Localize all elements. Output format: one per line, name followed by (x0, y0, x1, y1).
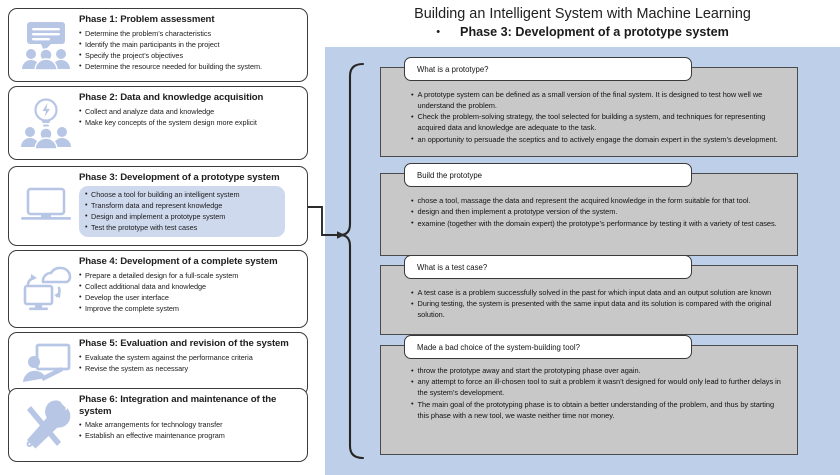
content-box-tab-label: Made a bad choice of the system-building… (417, 342, 580, 352)
phase-bullet-list: Collect and analyze data and knowledge M… (79, 105, 299, 128)
content-bullet: any attempt to force an ill-chosen tool … (411, 377, 787, 399)
slide-subtitle-row: • Phase 3: Development of a prototype sy… (325, 24, 840, 40)
content-box-tab[interactable]: What is a prototype? (404, 57, 692, 81)
phase-card-6[interactable]: Phase 6: Integration and maintenance of … (8, 388, 308, 462)
content-box-tab-label: What is a prototype? (417, 64, 489, 74)
phase-bullet: Improve the complete system (79, 302, 299, 314)
laptop-icon (15, 177, 77, 235)
slide-title: Building an Intelligent System with Mach… (414, 6, 751, 22)
phase-title: Phase 5: Evaluation and revision of the … (79, 338, 289, 349)
phase-list-column: Phase 1: Problem assessment Determine th… (0, 0, 320, 475)
content-bullet: The main goal of the prototyping phase i… (411, 399, 787, 422)
phase-bullet-list: Make arrangements for technology transfe… (79, 419, 299, 441)
phase-title: Phase 1: Problem assessment (79, 14, 215, 25)
wrench-screwdriver-icon (15, 396, 77, 454)
slide-subtitle: Phase 3: Development of a prototype syst… (460, 25, 729, 40)
phase-card-3[interactable]: Phase 3: Development of a prototype syst… (8, 166, 308, 246)
phase-bullet-list: Choose a tool for building an intelligen… (85, 188, 277, 233)
content-box-tab[interactable]: Made a bad choice of the system-building… (404, 335, 692, 359)
content-bullet-list: A prototype system can be defined as a s… (381, 68, 797, 154)
phase-bullet: Identify the main participants in the pr… (79, 38, 299, 50)
phase-card-body: Phase 2: Data and knowledge acquisition … (79, 87, 307, 133)
content-bullet: A test case is a problem successfully so… (411, 288, 787, 299)
presenter-whiteboard-icon (15, 335, 77, 393)
phase-bullet: Collect additional data and knowledge (79, 280, 299, 292)
phase-bullet-list: Prepare a detailed design for a full-sca… (79, 269, 299, 314)
content-box-tab[interactable]: Build the prototype (404, 163, 692, 187)
content-box-tab-label: Build the prototype (417, 170, 483, 180)
content-bullet: throw the prototype away and start the p… (411, 366, 787, 377)
slide-header: Building an Intelligent System with Mach… (325, 0, 840, 47)
phase-title: Phase 2: Data and knowledge acquisition (79, 92, 264, 103)
phase-bullet: Evaluate the system against the performa… (79, 351, 299, 363)
content-bullet: During testing, the system is presented … (411, 299, 787, 321)
phase-bullet: Revise the system as necessary (79, 362, 299, 374)
content-box-what-is-a-prototype[interactable]: What is a prototype? A prototype system … (380, 57, 798, 157)
content-bullet-list: chose a tool, massage the data and repre… (381, 174, 797, 238)
cloud-monitor-sync-icon (15, 260, 77, 318)
phase-bullet-list: Evaluate the system against the performa… (79, 351, 299, 374)
content-bullet-list: A test case is a problem successfully so… (381, 266, 797, 330)
phase-card-4[interactable]: Phase 4: Development of a complete syste… (8, 250, 308, 328)
content-box-tab-label: What is a test case? (417, 262, 488, 272)
people-speech-bubble-icon (15, 16, 77, 74)
phase-title: Phase 4: Development of a complete syste… (79, 256, 278, 267)
lightbulb-people-icon (15, 94, 77, 152)
phase-bullet: Determine the resource needed for buildi… (79, 60, 299, 72)
phase-card-body: Phase 6: Integration and maintenance of … (79, 389, 307, 447)
phase-bullet: Transform data and represent knowledge (85, 199, 277, 211)
content-bullet: an opportunity to persuade the sceptics … (411, 134, 787, 146)
phase-bullet: Determine the problem’s characteristics (79, 27, 299, 39)
phase-title: Phase 6: Integration and maintenance of … (79, 394, 277, 417)
phase-card-body: Phase 3: Development of a prototype syst… (79, 167, 307, 242)
content-bullet: Check the problem-solving strategy, the … (411, 112, 787, 134)
phase-bullet: Establish an effective maintenance progr… (79, 430, 299, 441)
phase-bullet: Make arrangements for technology transfe… (79, 419, 299, 430)
content-box-what-is-a-test-case[interactable]: What is a test case? A test case is a pr… (380, 255, 798, 335)
phase-card-5[interactable]: Phase 5: Evaluation and revision of the … (8, 332, 308, 396)
phase-card-body: Phase 5: Evaluation and revision of the … (79, 333, 307, 379)
phase-bullet: Collect and analyze data and knowledge (79, 105, 299, 117)
phase-bullet: Design and implement a prototype system (85, 210, 277, 222)
content-box-bad-tool-choice[interactable]: Made a bad choice of the system-building… (380, 335, 798, 455)
phase-card-body: Phase 4: Development of a complete syste… (79, 251, 307, 319)
content-bullet: examine (together with the domain expert… (411, 218, 787, 230)
content-box-tab[interactable]: What is a test case? (404, 255, 692, 279)
phase-title: Phase 3: Development of a prototype syst… (79, 172, 280, 183)
phase-card-body: Phase 1: Problem assessment Determine th… (79, 9, 307, 77)
phase-card-2[interactable]: Phase 2: Data and knowledge acquisition … (8, 86, 308, 160)
content-bullet: chose a tool, massage the data and repre… (411, 196, 787, 207)
subtitle-bullet-icon: • (436, 26, 441, 39)
phase-3-highlight: Choose a tool for building an intelligen… (79, 185, 285, 238)
phase-bullet: Prepare a detailed design for a full-sca… (79, 269, 299, 281)
content-bullet: A prototype system can be defined as a s… (411, 90, 787, 112)
prototype-detail-panel: What is a prototype? A prototype system … (325, 47, 840, 475)
phase-bullet: Specify the project’s objectives (79, 49, 299, 61)
content-bullet: design and then implement a prototype ve… (411, 207, 787, 218)
content-bullet-list: throw the prototype away and start the p… (381, 346, 797, 430)
content-box-build-the-prototype[interactable]: Build the prototype chose a tool, massag… (380, 163, 798, 256)
phase-bullet: Make key concepts of the system design m… (79, 116, 299, 128)
phase-bullet: Test the prototype with test cases (85, 221, 277, 233)
phase-bullet-list: Determine the problem’s characteristics … (79, 27, 299, 72)
phase-card-1[interactable]: Phase 1: Problem assessment Determine th… (8, 8, 308, 82)
phase-bullet: Develop the user interface (79, 291, 299, 303)
phase-bullet: Choose a tool for building an intelligen… (85, 188, 277, 200)
